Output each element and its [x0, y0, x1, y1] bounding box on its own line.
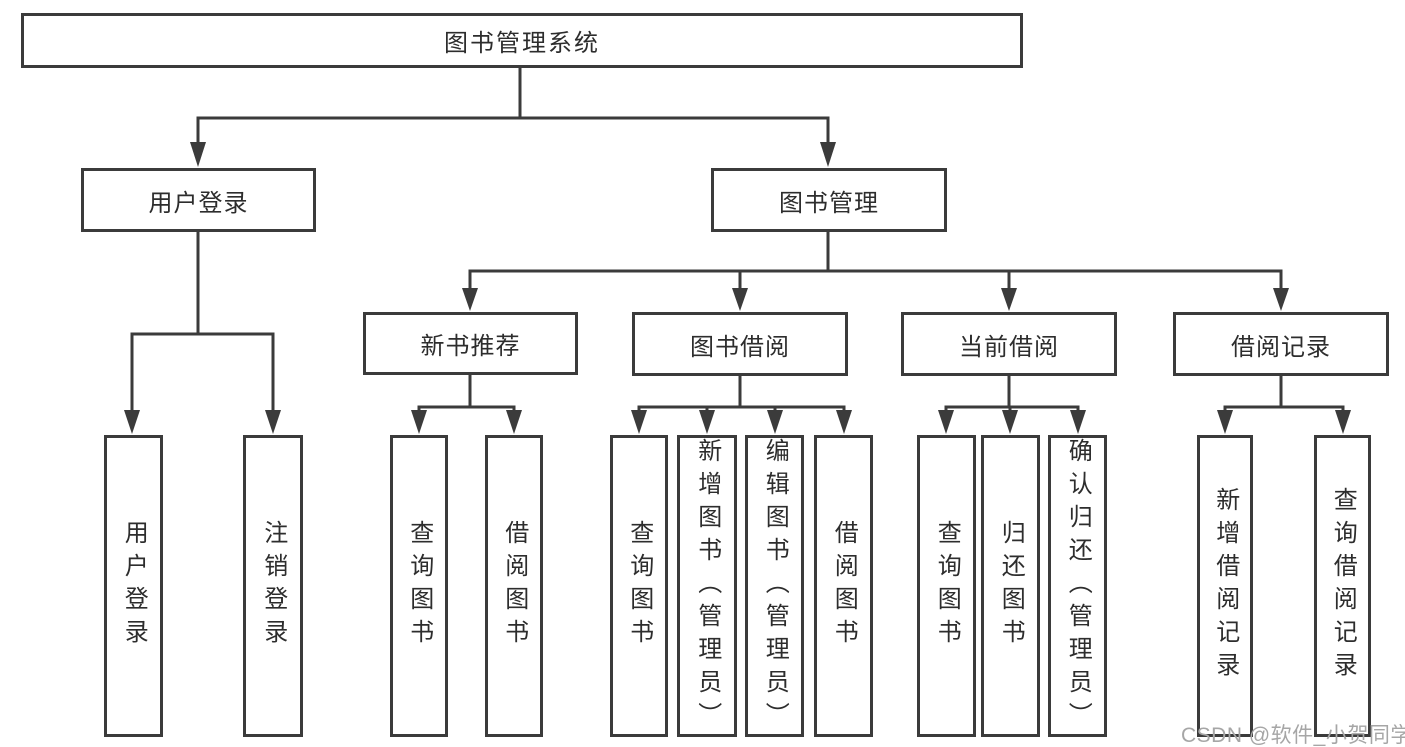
leaf-return-book: 归还图书 — [981, 435, 1040, 737]
leaf-add-borrow-record: 新增借阅记录 — [1197, 435, 1253, 737]
node-label: 用户登录 — [148, 189, 249, 217]
node-library-management-system: 图书管理系统 — [21, 13, 1023, 68]
leaf-query-borrow-record: 查询借阅记录 — [1314, 435, 1371, 737]
leaf-borrow-books-recommend: 借阅图书 — [485, 435, 543, 737]
node-label: 图书管理 — [779, 189, 879, 217]
node-label: 新增图书（管理员） — [693, 437, 721, 735]
node-label: 查询借阅记录 — [1329, 487, 1357, 685]
csdn-watermark: CSDN @软件_小贺同学 — [1181, 724, 1405, 747]
leaf-query-books-recommend: 查询图书 — [390, 435, 448, 737]
node-current-borrowing: 当前借阅 — [901, 312, 1117, 376]
leaf-user-login: 用户登录 — [104, 435, 163, 737]
arrowhead-icons — [124, 142, 1351, 434]
node-label: 借阅图书 — [500, 520, 528, 652]
node-label: 查询图书 — [933, 520, 961, 652]
leaf-add-book-admin: 新增图书（管理员） — [677, 435, 737, 737]
leaf-query-books-borrowing: 查询图书 — [610, 435, 668, 737]
node-borrowing-records: 借阅记录 — [1173, 312, 1389, 376]
node-label: 注销登录 — [259, 520, 287, 652]
leaf-borrow-books: 借阅图书 — [814, 435, 873, 737]
node-label: 确认归还（管理员） — [1064, 437, 1092, 735]
node-label: 借阅记录 — [1231, 333, 1331, 361]
node-label: 查询图书 — [405, 520, 433, 652]
node-label: 图书管理系统 — [444, 30, 600, 57]
node-label: 图书借阅 — [690, 333, 790, 361]
node-book-borrowing: 图书借阅 — [632, 312, 848, 376]
node-label: 归还图书 — [997, 520, 1025, 652]
node-label: 借阅图书 — [830, 520, 858, 652]
node-label: 新书推荐 — [420, 333, 521, 360]
node-book-management: 图书管理 — [711, 168, 947, 232]
leaf-logout: 注销登录 — [243, 435, 303, 737]
node-label: 用户登录 — [120, 520, 148, 652]
node-label: 当前借阅 — [959, 333, 1059, 361]
node-label: 编辑图书（管理员） — [761, 437, 789, 735]
node-label: 新增借阅记录 — [1211, 487, 1239, 685]
leaf-edit-book-admin: 编辑图书（管理员） — [745, 435, 804, 737]
node-new-book-recommend: 新书推荐 — [363, 312, 578, 375]
node-user-login: 用户登录 — [81, 168, 316, 232]
leaf-confirm-return-admin: 确认归还（管理员） — [1048, 435, 1107, 737]
node-label: 查询图书 — [625, 520, 653, 652]
leaf-query-books-current: 查询图书 — [917, 435, 976, 737]
